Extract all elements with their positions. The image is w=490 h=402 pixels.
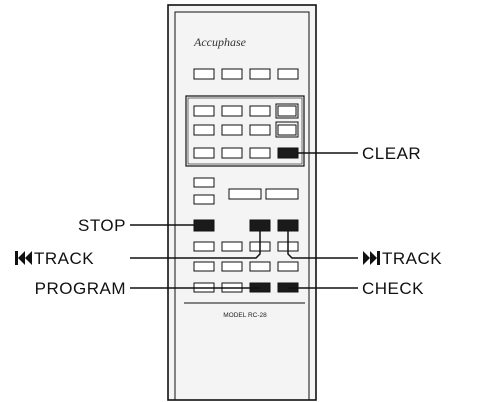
keypad-button[interactable] xyxy=(277,105,297,117)
lower-button[interactable] xyxy=(221,241,243,252)
next-track-callout-line xyxy=(287,231,358,259)
prev-track-button[interactable] xyxy=(249,219,271,232)
check-label: CHECK xyxy=(362,279,424,298)
next-track-label: TRACK xyxy=(382,249,442,268)
keypad-button[interactable] xyxy=(193,124,215,136)
clear-button[interactable] xyxy=(277,147,299,159)
lower-button[interactable] xyxy=(193,241,215,252)
remote-body xyxy=(167,4,317,401)
callout-lines xyxy=(130,152,358,289)
keypad-button[interactable] xyxy=(249,124,271,136)
clear-label: CLEAR xyxy=(362,144,421,163)
top-button[interactable] xyxy=(193,68,215,80)
small-button[interactable] xyxy=(193,177,215,188)
lower-button[interactable] xyxy=(249,261,271,272)
keypad-button[interactable] xyxy=(221,124,243,136)
keypad-button[interactable] xyxy=(193,147,215,159)
keypad-button[interactable] xyxy=(249,105,271,117)
wide-button[interactable] xyxy=(228,188,262,200)
keypad-panel xyxy=(185,95,305,167)
keypad-button[interactable] xyxy=(249,147,271,159)
small-button[interactable] xyxy=(193,194,215,205)
skip-back-icon xyxy=(15,251,32,265)
keypad-button[interactable] xyxy=(221,105,243,117)
skip-forward-icon xyxy=(363,251,380,265)
top-button-row xyxy=(193,68,299,80)
top-button[interactable] xyxy=(277,68,299,80)
model-label: MODEL RC-28 xyxy=(223,312,267,319)
keypad-button[interactable] xyxy=(277,124,297,136)
top-button[interactable] xyxy=(249,68,271,80)
brand-logo: Accuphase xyxy=(193,35,247,49)
prev-track-callout-line xyxy=(130,231,261,259)
wide-button[interactable] xyxy=(265,188,299,200)
keypad-button-frame xyxy=(275,121,299,138)
top-button[interactable] xyxy=(221,68,243,80)
stop-label: STOP xyxy=(78,216,126,235)
keypad-button-frame xyxy=(275,103,299,119)
keypad-button[interactable] xyxy=(193,105,215,117)
stop-button[interactable] xyxy=(193,219,215,232)
program-label: PROGRAM xyxy=(35,279,126,298)
next-track-button[interactable] xyxy=(277,219,299,232)
lower-button[interactable] xyxy=(193,261,215,272)
lower-button[interactable] xyxy=(221,261,243,272)
keypad-button[interactable] xyxy=(221,147,243,159)
lower-button[interactable] xyxy=(277,261,299,272)
prev-track-label: TRACK xyxy=(34,249,94,268)
